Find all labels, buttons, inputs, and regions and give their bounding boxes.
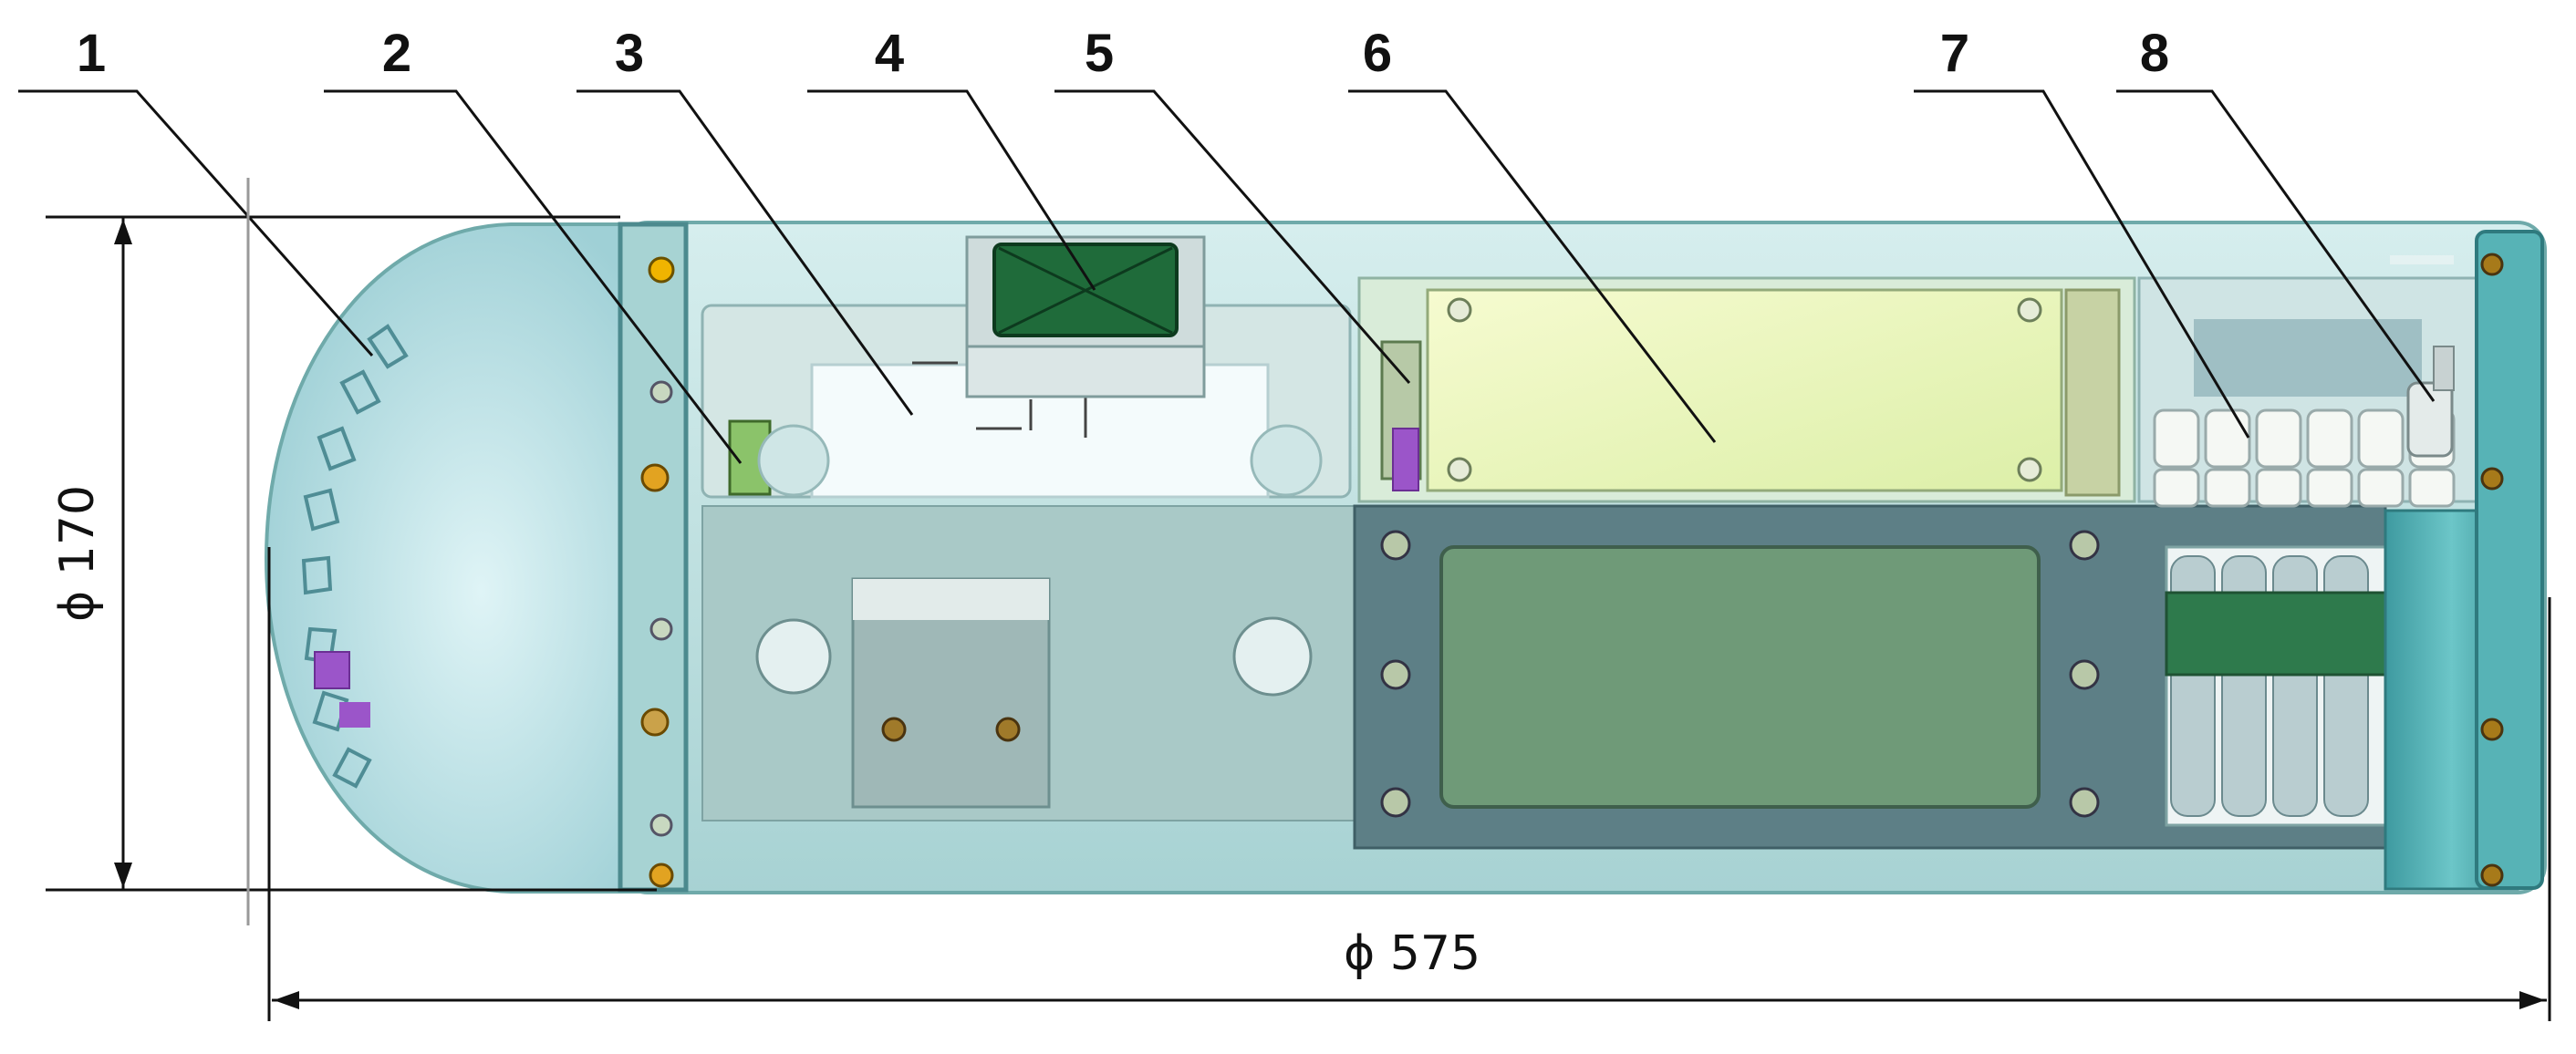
rear-flange (2475, 230, 2544, 890)
label-6: 6 (1363, 24, 1392, 83)
label-3: 3 (615, 24, 644, 83)
leader-2 (324, 89, 743, 464)
viewing-window (1439, 545, 2041, 809)
battery-screws (1447, 297, 2042, 482)
label-8: 8 (2140, 24, 2169, 83)
cell-array (2153, 408, 2456, 508)
vehicle-body (264, 221, 2547, 894)
leader-4 (807, 89, 1096, 291)
label-5: 5 (1085, 24, 1114, 83)
leader-8 (2116, 89, 2436, 402)
rear-connector (2406, 381, 2454, 458)
dimension-lines (46, 178, 2551, 1021)
leader-1 (18, 89, 374, 356)
panel-bolts (1380, 530, 2100, 818)
leader-lines (18, 89, 2436, 464)
leader-5 (1054, 89, 1411, 384)
side-chip (1392, 428, 1419, 491)
leader-6 (1348, 89, 1717, 443)
label-1: 1 (77, 24, 106, 83)
leader-3 (576, 89, 914, 416)
label-4: 4 (875, 24, 904, 83)
height-dimension: ϕ 170 (50, 485, 105, 622)
length-dimension: ϕ 575 (1344, 926, 1480, 981)
dome-sensor-chip (314, 651, 350, 689)
label-2: 2 (382, 24, 411, 83)
leader-7 (1914, 89, 2250, 439)
front-flange (618, 222, 689, 893)
label-7: 7 (1940, 24, 1969, 83)
battery-pack (1426, 288, 2063, 492)
flange-bolts (640, 256, 675, 888)
callout-labels: 1 2 3 4 5 6 7 8 ϕ 170 ϕ 575 (50, 24, 2169, 981)
